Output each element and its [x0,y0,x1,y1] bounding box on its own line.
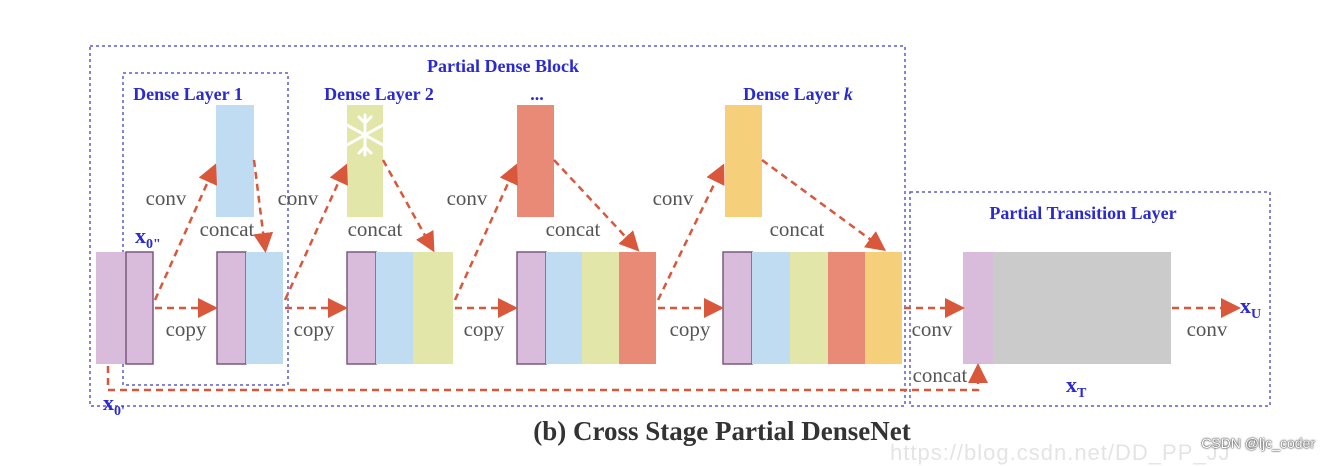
ellipsis-label: ... [530,84,544,104]
conv-arrow-1 [153,163,218,301]
concat-k-orange [865,252,902,364]
concat-3-blue [546,252,582,364]
concat-1-blue [246,252,283,364]
bypass-arrow [106,363,988,392]
dense-layer-k-label: Dense Layer k [743,84,853,104]
csdn-watermark: CSDN @ljc_coder [1201,435,1315,451]
dashed-arrows [106,158,1241,392]
dense-layer-k-output [725,105,762,217]
partial-transition-layer-frame [909,191,1271,407]
concat-3-purple [516,251,547,365]
concat-k-green [790,252,828,364]
concat-1-purple [216,251,247,365]
xT-label: xT [1066,372,1087,401]
copy-label-3: copy [464,317,505,341]
concat-arrow-2 [381,159,435,253]
conv-label-3: conv [447,186,488,210]
dense-layer-3-output [517,105,554,217]
copy-label-2: copy [294,317,335,341]
partial-transition-layer-title: Partial Transition Layer [989,203,1176,223]
concat-2-purple [346,251,377,365]
copy-label-1: copy [166,317,207,341]
concat-arrow-3 [553,159,640,252]
partial-dense-block-title: Partial Dense Block [427,56,579,76]
dense-layer-1-label: Dense Layer 1 [133,84,243,104]
conv-arrow-2 [283,163,348,301]
conv-label-1: conv [146,186,187,210]
concat-2-blue [376,252,413,364]
input-part-x0dd [125,251,154,365]
conv-arrow-k [656,163,725,301]
transition-gray [993,252,1171,364]
dense-layer-2-label: Dense Layer 2 [324,84,434,104]
x0dd-label: x0" [135,223,161,252]
transition-concat-label: concat [913,363,968,387]
figure-caption: (b) Cross Stage Partial DenseNet [533,416,910,446]
conv-label-2: conv [278,186,319,210]
snowflake-icon [345,113,385,157]
concat-k-purple [722,251,753,365]
conv-arrow-3 [453,163,518,301]
transition-conv-label: conv [912,317,953,341]
concat-k-red [828,252,865,364]
dense-layer-1-frame [122,72,289,386]
xU-label: xU [1240,293,1261,322]
concat-3-green [582,252,619,364]
x0d-label: x0' [103,390,125,419]
input-part-purple [96,252,126,364]
concat-k-blue [752,252,790,364]
concat-label-1: concat [200,217,255,241]
copy-label-k: copy [670,317,711,341]
transition-purple [963,252,993,364]
ghost-url-watermark: https://blog.csdn.net/DD_PP_JJ [890,440,1231,465]
concat-arrow-1 [252,159,274,253]
concat-label-3: concat [546,217,601,241]
output-conv-label: conv [1187,317,1228,341]
concat-label-2: concat [348,217,403,241]
concat-arrow-k [761,158,887,251]
dense-layer-1-output [216,105,254,217]
concat-3-red [619,252,656,364]
concat-label-k: concat [770,217,825,241]
conv-label-k: conv [653,186,694,210]
concat-2-green [413,252,453,364]
